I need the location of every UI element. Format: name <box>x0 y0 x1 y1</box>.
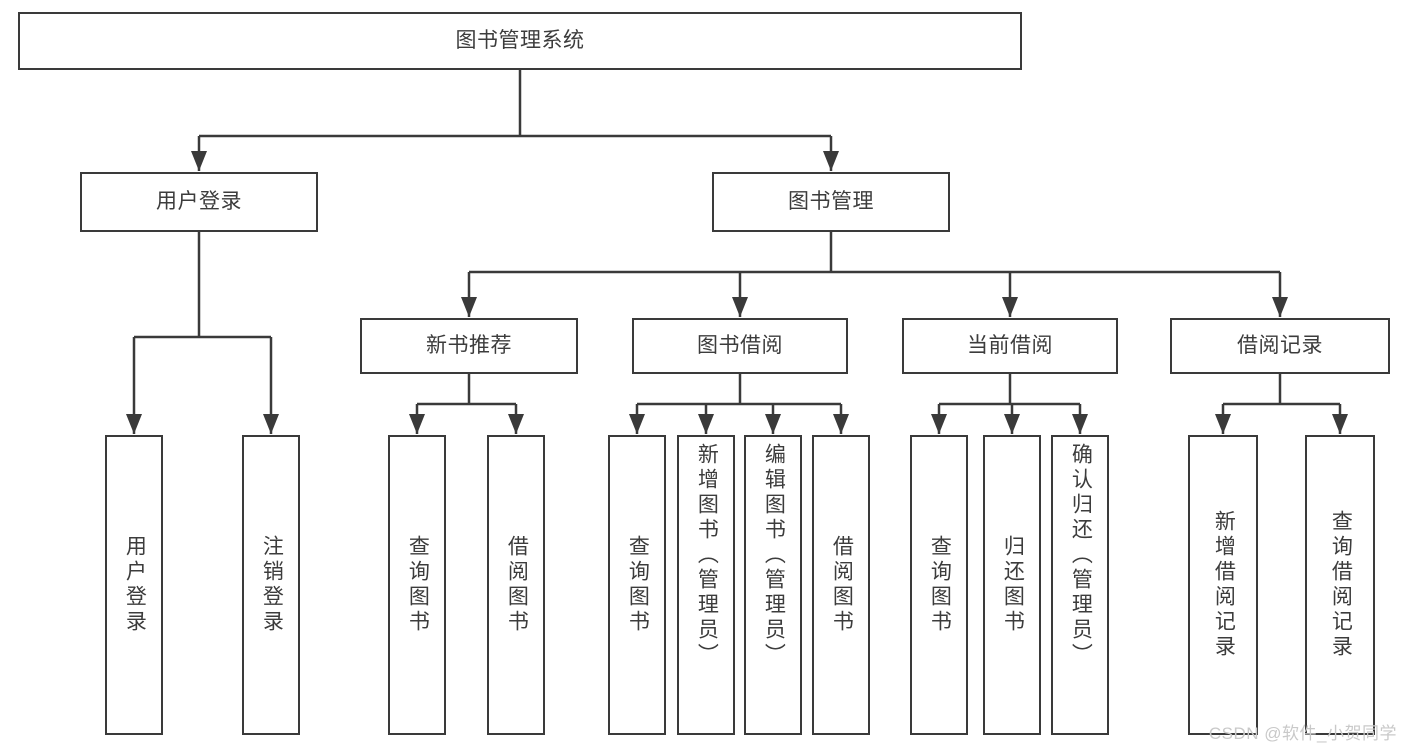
node-label: 查询图书 <box>626 535 650 635</box>
node-label: 新增图书（管理员） <box>695 443 719 668</box>
node-label: 图书管理系统 <box>455 28 585 52</box>
edge-arrowhead-icon <box>1002 297 1018 317</box>
node-book-manage[interactable]: 图书管理 <box>712 172 950 232</box>
node-leaf-query-book-2[interactable]: 查询图书 <box>608 435 666 735</box>
node-leaf-user-login[interactable]: 用户登录 <box>105 435 163 735</box>
node-user-login[interactable]: 用户登录 <box>80 172 318 232</box>
node-leaf-add-book[interactable]: 新增图书（管理员） <box>677 435 735 735</box>
node-label: 注销登录 <box>260 535 284 635</box>
node-leaf-add-record[interactable]: 新增借阅记录 <box>1188 435 1258 735</box>
edge-arrowhead-icon <box>931 414 947 434</box>
node-leaf-query-record[interactable]: 查询借阅记录 <box>1305 435 1375 735</box>
node-borrow-record[interactable]: 借阅记录 <box>1170 318 1390 374</box>
node-label: 查询借阅记录 <box>1329 510 1353 660</box>
node-label: 新增借阅记录 <box>1212 510 1236 660</box>
node-leaf-logout[interactable]: 注销登录 <box>242 435 300 735</box>
edge-arrowhead-icon <box>698 414 714 434</box>
edge-arrowhead-icon <box>1004 414 1020 434</box>
node-label: 新书推荐 <box>426 333 512 357</box>
node-leaf-query-book-1[interactable]: 查询图书 <box>388 435 446 735</box>
node-leaf-borrow-book-2[interactable]: 借阅图书 <box>812 435 870 735</box>
edge-arrowhead-icon <box>1332 414 1348 434</box>
node-leaf-query-book-3[interactable]: 查询图书 <box>910 435 968 735</box>
node-current-borrow[interactable]: 当前借阅 <box>902 318 1118 374</box>
node-leaf-return-book[interactable]: 归还图书 <box>983 435 1041 735</box>
edge-arrowhead-icon <box>461 297 477 317</box>
node-book-borrow[interactable]: 图书借阅 <box>632 318 848 374</box>
watermark-label: CSDN @软件_小贺同学 <box>1208 724 1397 743</box>
node-new-book-rec[interactable]: 新书推荐 <box>360 318 578 374</box>
edge-arrowhead-icon <box>508 414 524 434</box>
node-root[interactable]: 图书管理系统 <box>18 12 1022 70</box>
node-label: 图书管理 <box>788 189 874 213</box>
edge-arrowhead-icon <box>1215 414 1231 434</box>
node-label: 查询图书 <box>928 535 952 635</box>
node-leaf-edit-book[interactable]: 编辑图书（管理员） <box>744 435 802 735</box>
edge-arrowhead-icon <box>629 414 645 434</box>
node-leaf-borrow-book-1[interactable]: 借阅图书 <box>487 435 545 735</box>
edge-arrowhead-icon <box>126 414 142 434</box>
node-label: 归还图书 <box>1001 535 1025 635</box>
node-leaf-confirm-return[interactable]: 确认归还（管理员） <box>1051 435 1109 735</box>
node-label: 借阅图书 <box>830 535 854 635</box>
edge-arrowhead-icon <box>833 414 849 434</box>
edge-arrowhead-icon <box>732 297 748 317</box>
edge-arrowhead-icon <box>765 414 781 434</box>
node-label: 确认归还（管理员） <box>1069 443 1093 668</box>
edge-arrowhead-icon <box>191 151 207 171</box>
node-label: 用户登录 <box>123 535 147 635</box>
node-label: 图书借阅 <box>697 333 783 357</box>
node-label: 借阅图书 <box>505 535 529 635</box>
edge-arrowhead-icon <box>263 414 279 434</box>
node-label: 编辑图书（管理员） <box>762 443 786 668</box>
node-label: 借阅记录 <box>1237 333 1323 357</box>
edge-arrowhead-icon <box>1072 414 1088 434</box>
edge-arrowhead-icon <box>1272 297 1288 317</box>
edge-arrowhead-icon <box>823 151 839 171</box>
node-label: 查询图书 <box>406 535 430 635</box>
node-label: 当前借阅 <box>967 333 1053 357</box>
node-label: 用户登录 <box>156 189 242 213</box>
edge-arrowhead-icon <box>409 414 425 434</box>
